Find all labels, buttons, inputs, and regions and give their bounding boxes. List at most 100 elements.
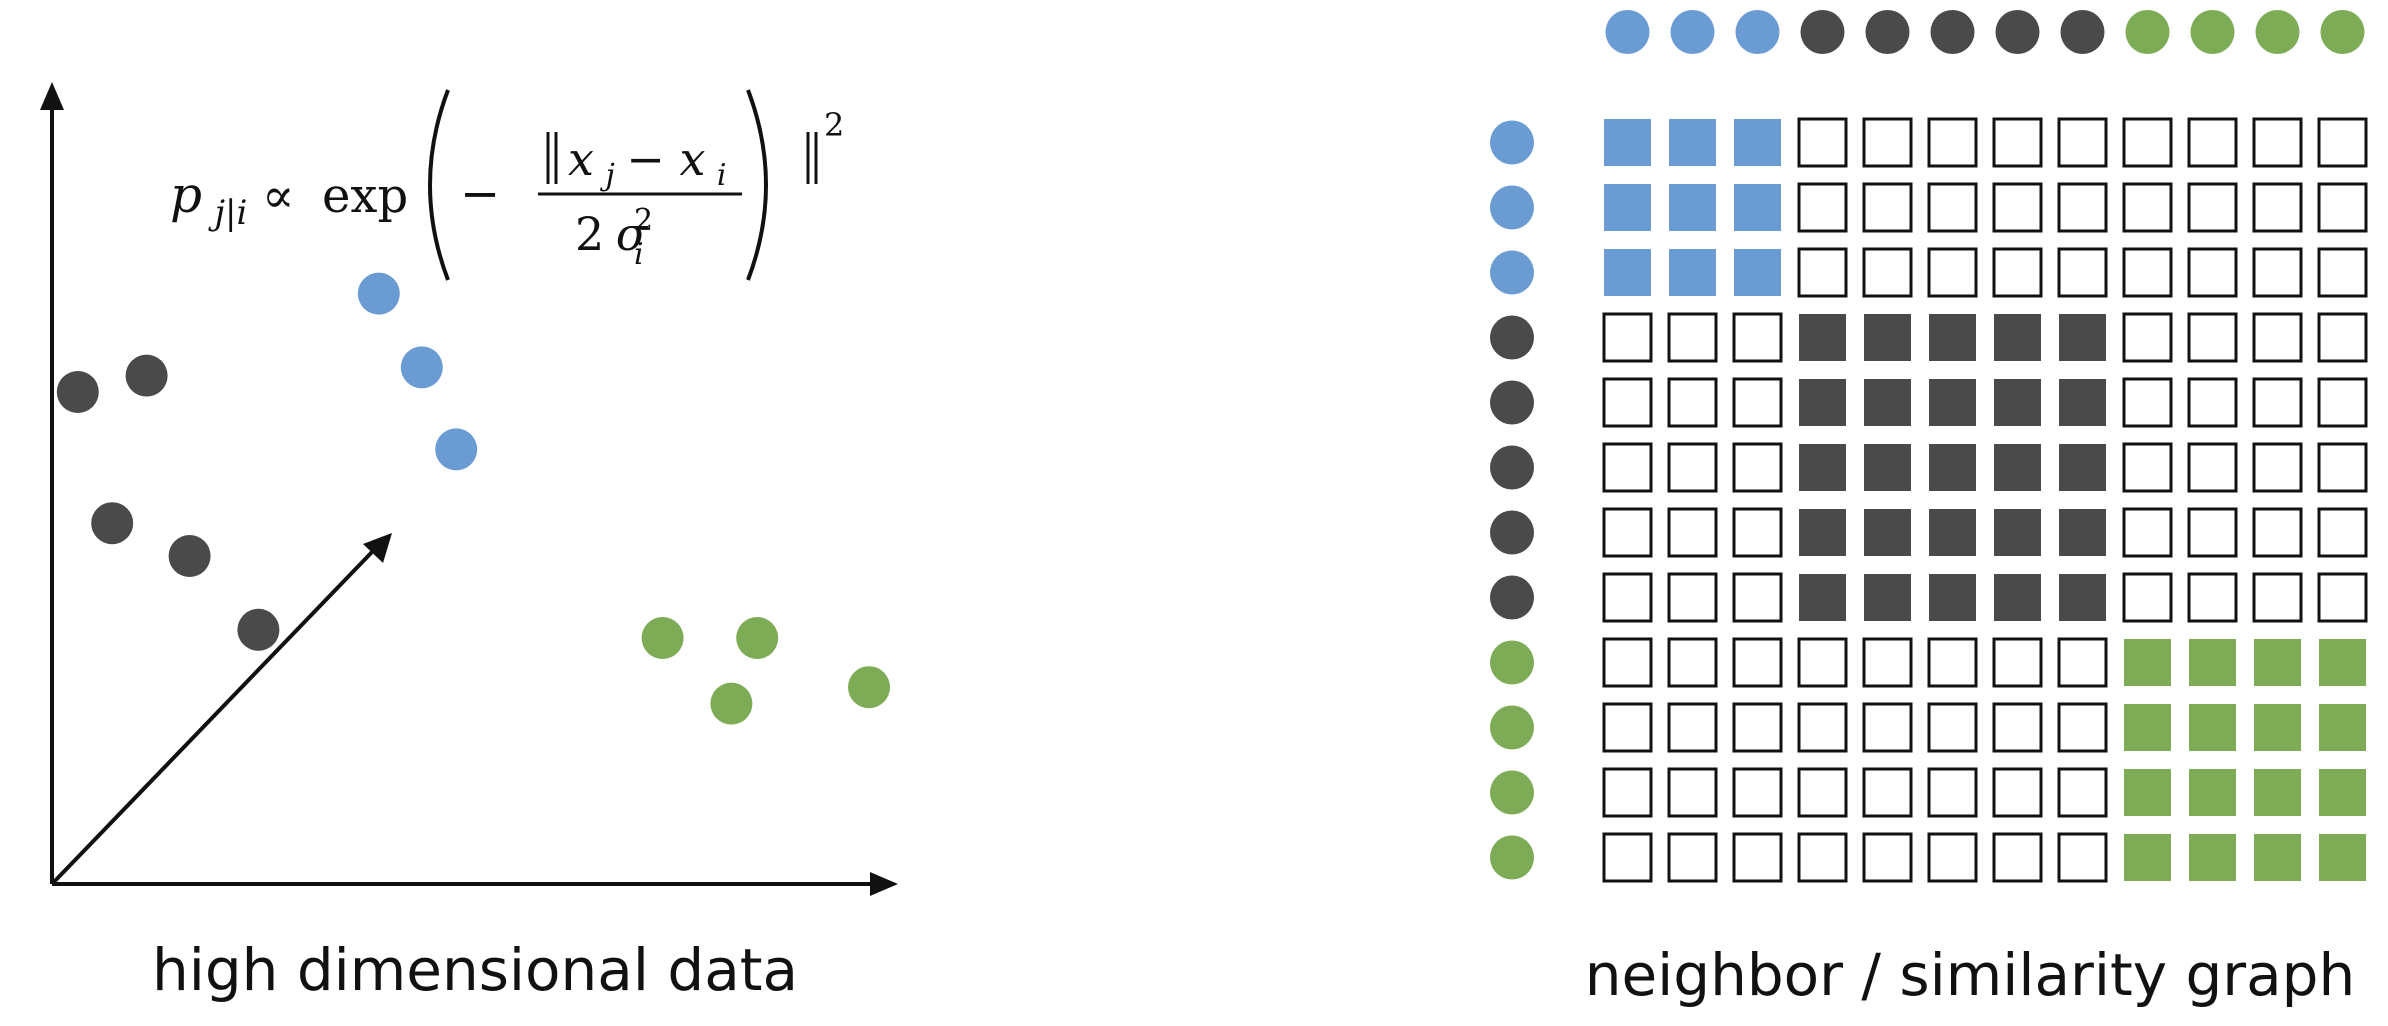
scatter-point-green <box>710 682 753 725</box>
matrix-cell-filled <box>1994 574 2041 621</box>
matrix-cell-empty <box>2317 507 2368 558</box>
svg-text:x j −: x j − x i <box>568 132 727 195</box>
matrix-cell-empty <box>1862 637 1913 688</box>
matrix-cell-filled <box>1799 379 1846 426</box>
formula-right-paren <box>746 89 768 281</box>
matrix-cell-empty <box>2187 377 2238 428</box>
matrix-cell-empty <box>2057 702 2108 753</box>
matrix-cell-filled <box>1929 444 1976 491</box>
matrix-cell-filled <box>1604 119 1651 166</box>
matrix-cell-empty <box>1927 117 1978 168</box>
matrix-cell-filled <box>2254 639 2301 686</box>
matrix-cell-filled <box>2124 639 2171 686</box>
scatter-point-dark <box>125 354 168 397</box>
formula-norm-exponent: 2 <box>824 106 844 144</box>
matrix-cell-empty <box>2187 442 2238 493</box>
matrix-cell-empty <box>1862 767 1913 818</box>
matrix-cell-empty <box>1927 247 1978 298</box>
matrix-cell-empty <box>1732 572 1783 623</box>
matrix-cell-filled <box>1994 379 2041 426</box>
matrix-cell-filled <box>2059 444 2106 491</box>
scatter-point-blue <box>357 272 400 315</box>
matrix-cell-empty <box>2187 182 2238 233</box>
row-group-dots <box>1490 120 1534 880</box>
matrix-cell-empty <box>1927 702 1978 753</box>
matrix-cell-filled <box>1669 249 1716 296</box>
matrix-cell-filled <box>1799 509 1846 556</box>
matrix-cell-empty <box>1927 767 1978 818</box>
matrix-cell-empty <box>1862 702 1913 753</box>
x-axis-arrowhead <box>870 872 898 896</box>
row-dot-dark <box>1490 380 1534 425</box>
matrix-cell-filled <box>2124 834 2171 881</box>
svg-text:2 σ: 2 σ <box>575 207 649 261</box>
matrix-cell-empty <box>2187 117 2238 168</box>
column-dot-blue <box>1605 10 1650 54</box>
matrix-cell-empty <box>2122 572 2173 623</box>
graph-caption: neighbor / similarity graph <box>1585 941 2356 1009</box>
matrix-cell-empty <box>1797 247 1848 298</box>
matrix-cell-empty <box>2122 442 2173 493</box>
row-dot-dark <box>1490 315 1534 360</box>
matrix-cell-empty <box>2187 507 2238 558</box>
matrix-cell-empty <box>1602 377 1653 428</box>
matrix-cell-empty <box>2252 247 2303 298</box>
matrix-cell-filled <box>2254 704 2301 751</box>
row-dot-green <box>1490 705 1534 750</box>
column-dot-green <box>2255 10 2300 54</box>
matrix-cell-empty <box>2317 182 2368 233</box>
row-dot-dark <box>1490 575 1534 620</box>
row-dot-dark <box>1490 510 1534 555</box>
matrix-cell-empty <box>2057 832 2108 883</box>
matrix-cell-empty <box>2122 507 2173 558</box>
formula-x-j: x <box>568 132 594 186</box>
matrix-cell-empty <box>1602 767 1653 818</box>
matrix-cell-filled <box>1929 314 1976 361</box>
scatter-point-green <box>848 666 890 709</box>
matrix-cell-empty <box>2187 572 2238 623</box>
column-dot-green <box>2320 10 2365 54</box>
matrix-cell-empty <box>1602 637 1653 688</box>
matrix-cell-empty <box>2057 182 2108 233</box>
matrix-cell-empty <box>1927 182 1978 233</box>
matrix-cell-empty <box>1862 117 1913 168</box>
row-dot-blue <box>1490 250 1534 295</box>
matrix-cell-empty <box>2252 377 2303 428</box>
matrix-cell-filled <box>2254 834 2301 881</box>
matrix-cell-empty <box>2122 312 2173 363</box>
scatter-point-blue <box>400 346 443 389</box>
matrix-cell-empty <box>1667 832 1718 883</box>
scatter-point-dark <box>56 371 99 413</box>
matrix-cell-empty <box>2057 247 2108 298</box>
matrix-cell-empty <box>1602 572 1653 623</box>
row-dot-blue <box>1490 120 1534 165</box>
column-dot-dark <box>1995 10 2040 54</box>
matrix-cell-filled <box>2059 509 2106 556</box>
probability-formula: p j|i ∝ exp − x j − x i 2 2 <box>170 89 844 281</box>
matrix-cell-empty <box>1667 507 1718 558</box>
matrix-cell-empty <box>1602 312 1653 363</box>
matrix-cell-empty <box>2057 637 2108 688</box>
matrix-cell-filled <box>2319 834 2366 881</box>
matrix-cell-empty <box>1797 637 1848 688</box>
column-group-dots <box>1605 10 2365 54</box>
matrix-cell-empty <box>1992 702 2043 753</box>
scatter-point-green <box>736 617 779 659</box>
row-dot-green <box>1490 835 1534 880</box>
matrix-cell-filled <box>1864 314 1911 361</box>
scatter-panel: p j|i ∝ exp − x j − x i 2 2 <box>40 82 898 1004</box>
matrix-cell-empty <box>2187 312 2238 363</box>
row-dot-blue <box>1490 185 1534 230</box>
matrix-cell-filled <box>2189 769 2236 816</box>
matrix-cell-filled <box>1799 314 1846 361</box>
matrix-cell-filled <box>2059 379 2106 426</box>
matrix-cell-empty <box>1667 637 1718 688</box>
column-dot-dark <box>1930 10 1975 54</box>
matrix-cell-empty <box>1732 377 1783 428</box>
matrix-cell-empty <box>2317 377 2368 428</box>
matrix-cell-filled <box>1799 574 1846 621</box>
matrix-cell-filled <box>1604 184 1651 231</box>
matrix-cell-empty <box>1602 442 1653 493</box>
matrix-cell-filled <box>2189 704 2236 751</box>
